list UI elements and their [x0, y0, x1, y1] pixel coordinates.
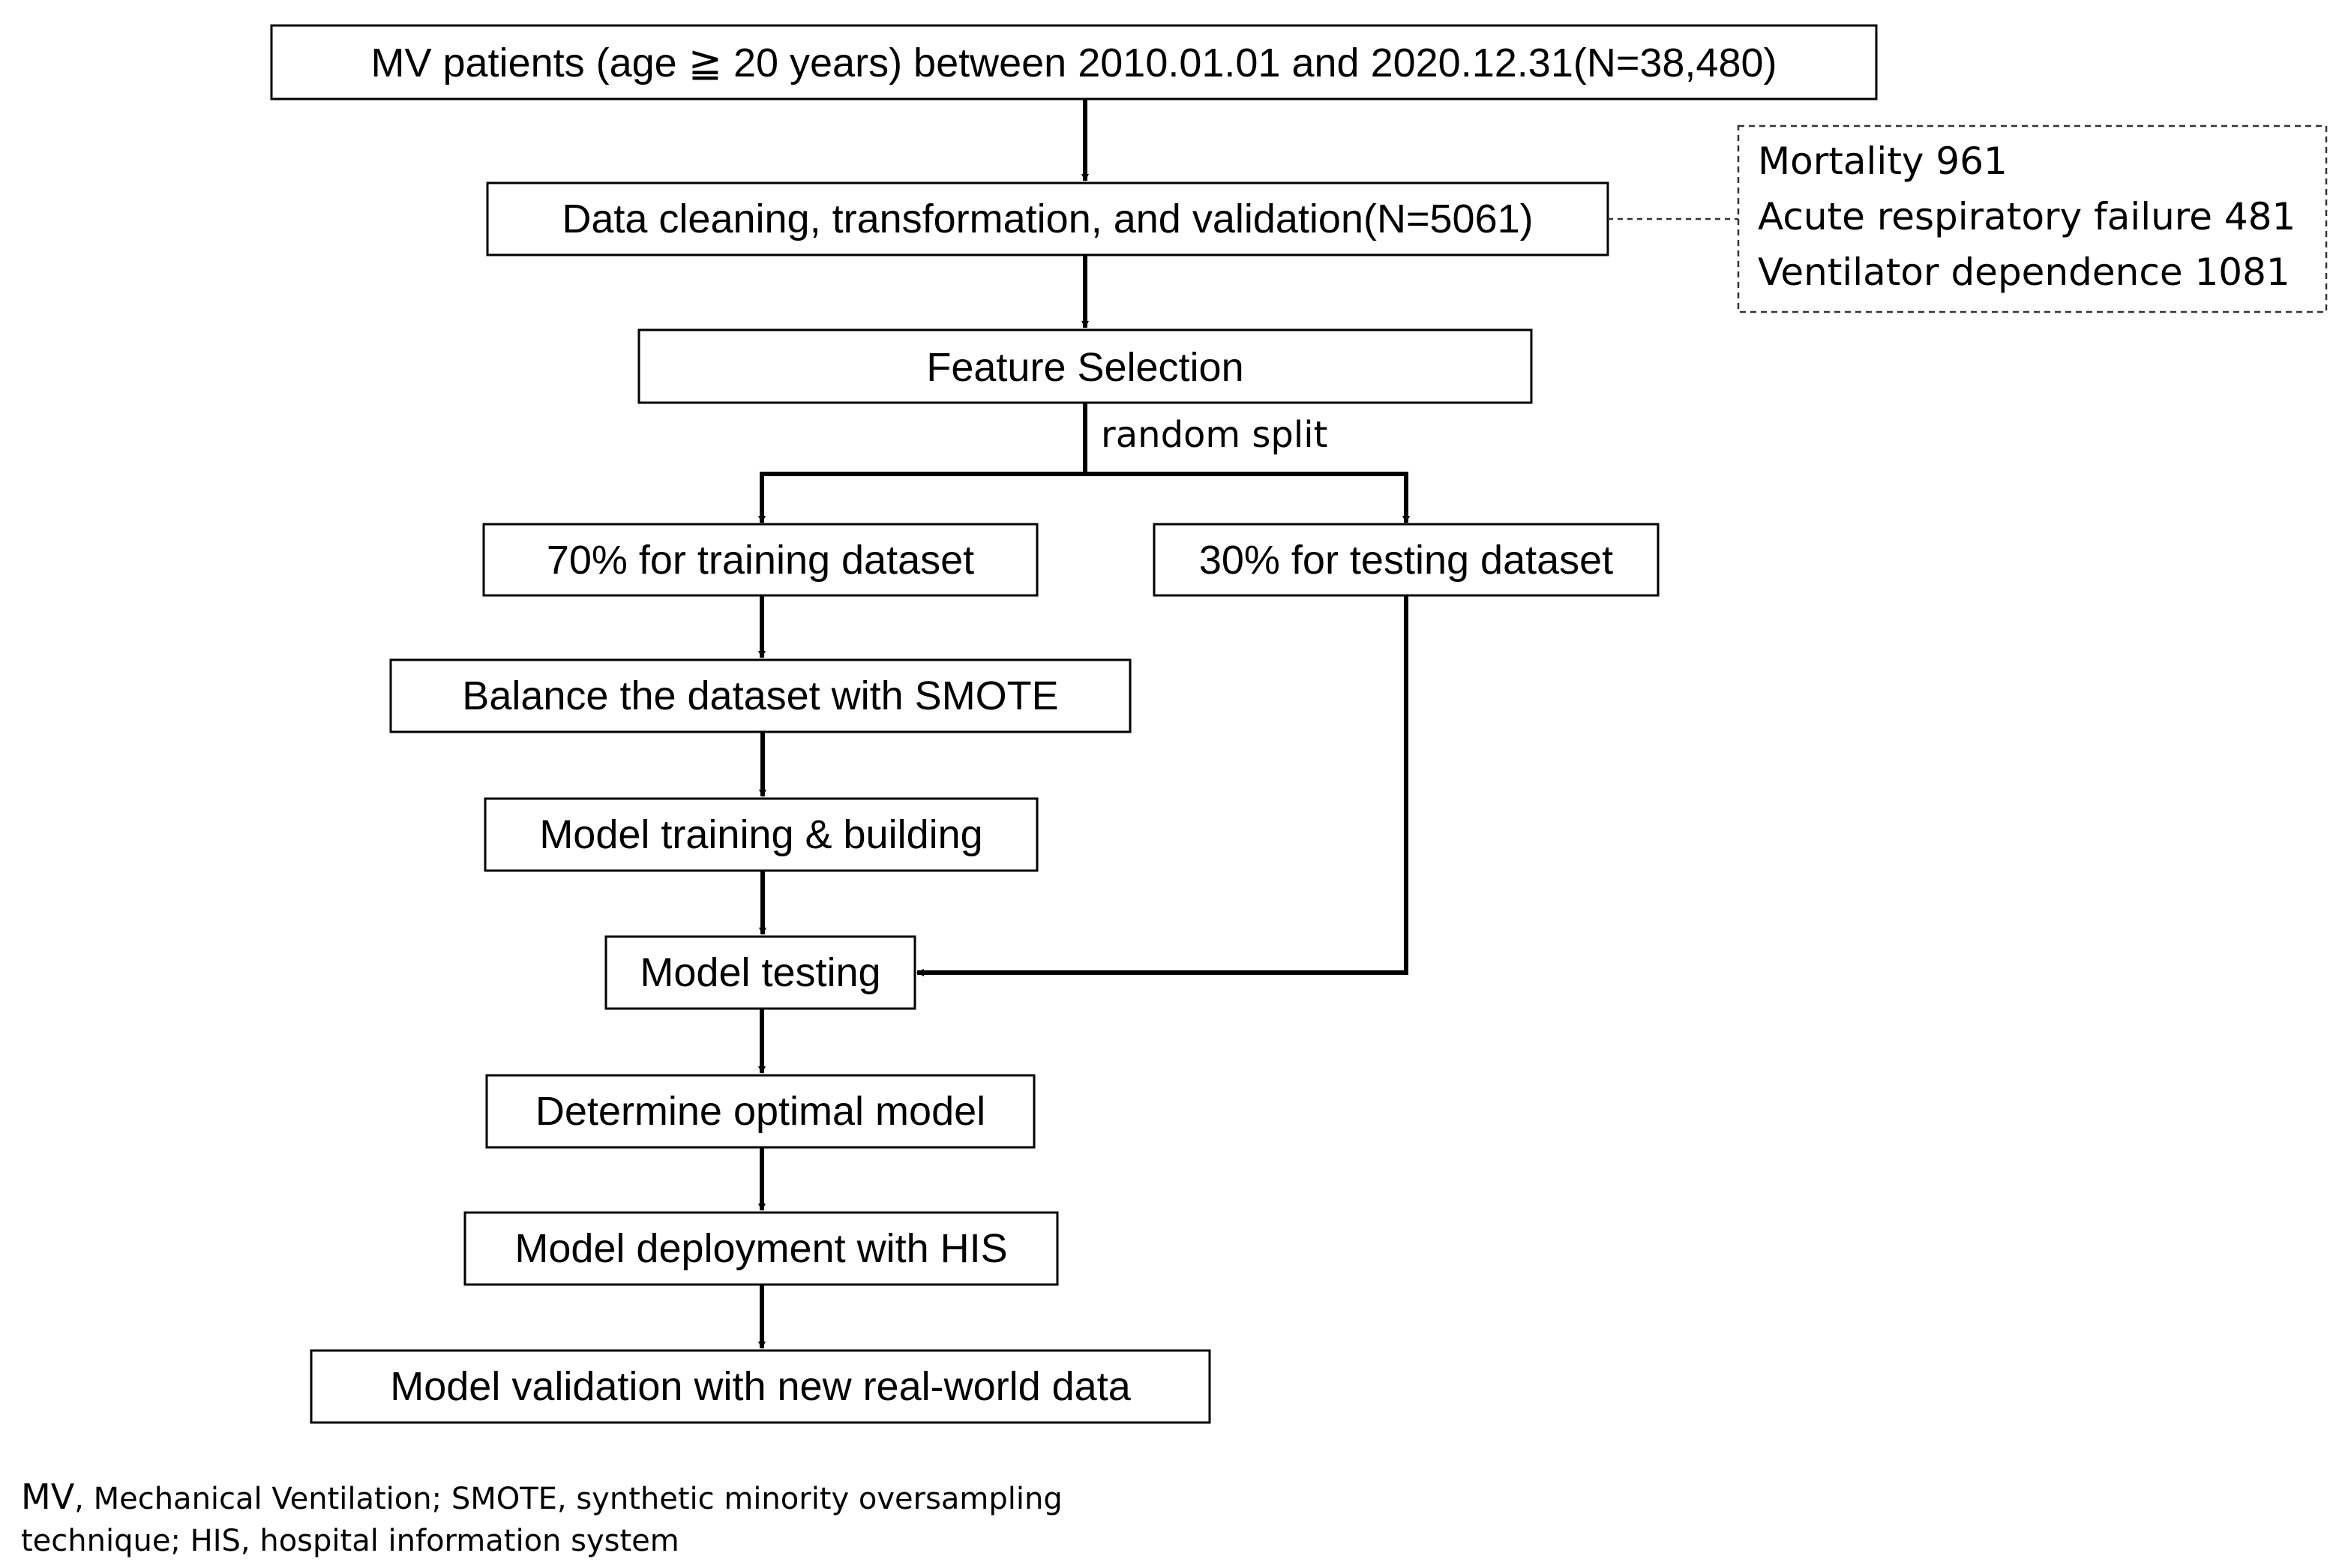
- random-split-label: random split: [1101, 414, 1327, 456]
- deployment-label: Model deployment with HIS: [514, 1226, 1007, 1271]
- connectors: [758, 99, 1410, 1349]
- model-training-label: Model training & building: [539, 812, 982, 857]
- training-node: 70% for training dataset: [482, 523, 1039, 597]
- footnote: MV, Mechanical Ventilation; SMOTE, synth…: [21, 1476, 1071, 1562]
- testing-node-label: 30% for testing dataset: [1199, 538, 1613, 583]
- start-node: MV patients (age ≧ 20 years) between 201…: [270, 24, 1878, 100]
- cleaning-node: Data cleaning, transformation, and valid…: [486, 181, 1609, 256]
- model-training-node: Model training & building: [484, 797, 1039, 872]
- validation-label: Model validation with new real-world dat…: [390, 1364, 1131, 1409]
- testing-node: 30% for testing dataset: [1153, 523, 1660, 597]
- split-branches: [760, 472, 1408, 522]
- validation-node: Model validation with new real-world dat…: [310, 1349, 1211, 1424]
- smote-node: Balance the dataset with SMOTE: [389, 658, 1132, 733]
- cleaning-node-label: Data cleaning, transformation, and valid…: [562, 196, 1533, 241]
- footnote-abbreviation: MV: [21, 1477, 75, 1517]
- outcomes-box: Mortality 961 Acute respiratory failure …: [1737, 124, 2328, 313]
- footnote-text: , Mechanical Ventilation; SMOTE, synthet…: [21, 1482, 1063, 1558]
- optimal-model-node: Determine optimal model: [485, 1074, 1036, 1149]
- smote-node-label: Balance the dataset with SMOTE: [462, 673, 1058, 718]
- outcome-respiratory-failure: Acute respiratory failure 481: [1758, 195, 2296, 238]
- start-node-label: MV patients (age ≧ 20 years) between 201…: [370, 40, 1777, 85]
- optimal-model-label: Determine optimal model: [535, 1089, 985, 1134]
- model-testing-label: Model testing: [640, 950, 880, 995]
- feature-selection-label: Feature Selection: [926, 345, 1243, 390]
- feature-selection-node: Feature Selection: [637, 328, 1533, 404]
- outcome-ventilator-dependence: Ventilator dependence 1081: [1758, 250, 2290, 294]
- testing-return-line: [919, 595, 1408, 975]
- model-testing-node: Model testing: [604, 935, 916, 1010]
- deployment-node: Model deployment with HIS: [463, 1211, 1059, 1286]
- outcome-mortality: Mortality 961: [1758, 139, 2008, 183]
- training-node-label: 70% for training dataset: [547, 538, 974, 583]
